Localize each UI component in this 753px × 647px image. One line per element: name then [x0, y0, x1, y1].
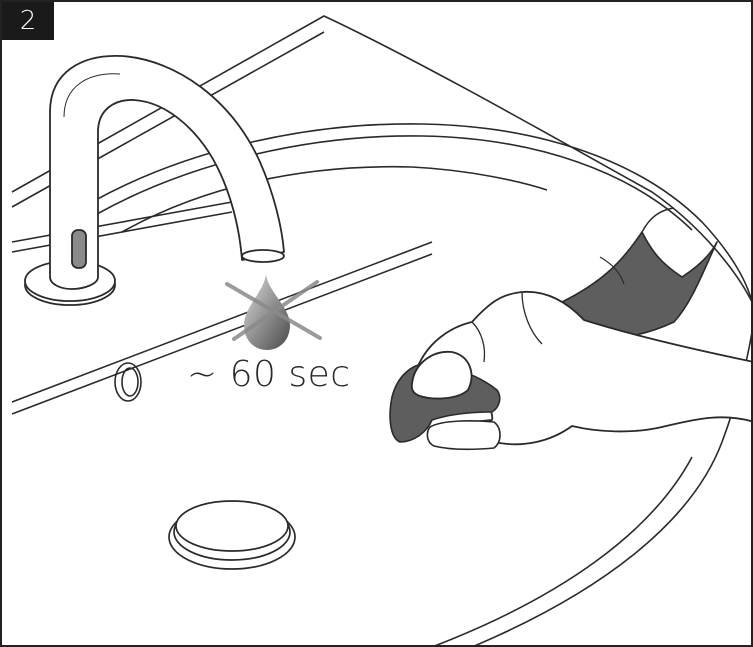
overflow-hole [115, 363, 141, 401]
duration-label: ~ 60 sec [187, 354, 351, 395]
sensor-icon [72, 230, 86, 268]
water-drop-crossed-icon [227, 274, 320, 350]
step-number-badge: 2 [2, 2, 54, 40]
faucet-icon [25, 56, 284, 305]
drain-icon [169, 501, 295, 569]
hand-with-cloth-icon [390, 208, 753, 449]
